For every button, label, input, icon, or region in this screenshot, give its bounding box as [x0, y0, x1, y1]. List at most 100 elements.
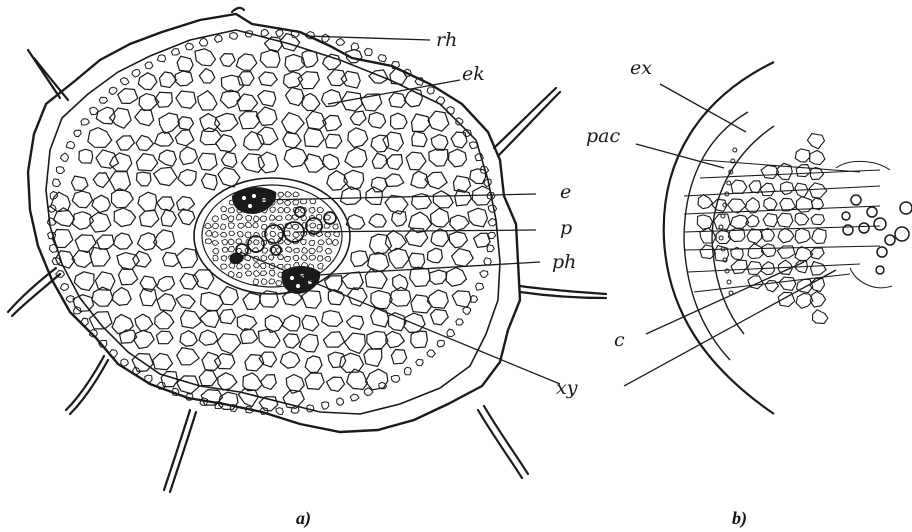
cell: [200, 114, 220, 132]
cell: [92, 195, 110, 212]
cell: [140, 210, 159, 227]
cell: [345, 333, 366, 353]
cell: [812, 229, 827, 244]
cell: [762, 228, 775, 241]
cell: [221, 264, 228, 269]
cell: [412, 131, 427, 146]
cell: [71, 176, 88, 190]
cell: [731, 180, 747, 193]
cell: [404, 367, 411, 375]
label-xy: xy: [556, 377, 578, 399]
cell: [366, 369, 388, 390]
cell: [317, 246, 323, 252]
cell: [51, 192, 71, 211]
cell: [449, 232, 467, 248]
cell: [282, 315, 300, 331]
cell: [796, 197, 813, 213]
cell: [450, 215, 469, 231]
cell: [253, 240, 259, 245]
cell: [436, 97, 445, 105]
cell: [385, 174, 404, 187]
cell: [254, 263, 260, 268]
cell: [317, 256, 323, 261]
cell: [154, 167, 178, 185]
cell: [260, 263, 266, 269]
cell: [447, 107, 454, 114]
cell: [475, 154, 483, 161]
cell: [406, 152, 426, 170]
panel-b-sector-detail: ex pac c b): [586, 57, 912, 529]
cell: [221, 207, 227, 212]
cell: [714, 214, 730, 229]
cell: [81, 318, 88, 325]
cell: [109, 87, 117, 94]
cell: [260, 271, 267, 276]
cell: [698, 195, 713, 209]
cell: [269, 279, 275, 284]
cell: [90, 247, 110, 266]
cell: [364, 349, 382, 366]
cell: [778, 228, 794, 243]
cell: [119, 268, 138, 285]
cell: [748, 262, 763, 275]
cell: [323, 332, 344, 347]
cell: [61, 153, 69, 161]
cell: [409, 212, 432, 233]
cell: [213, 255, 218, 261]
cell: [153, 353, 173, 369]
cell: [278, 192, 284, 197]
cell: [200, 128, 221, 145]
cell: [796, 165, 810, 177]
cell: [205, 231, 212, 237]
cell: [113, 233, 132, 249]
cell: [386, 331, 405, 347]
cell: [261, 375, 277, 390]
cortex-parenchyma-cells: [47, 29, 496, 414]
cell: [238, 389, 258, 407]
cell: [228, 216, 234, 222]
cell: [795, 228, 810, 243]
cell: [199, 370, 217, 385]
cell: [409, 253, 425, 268]
cell: [428, 111, 449, 131]
cell: [411, 331, 428, 348]
cell: [283, 334, 299, 348]
cell: [276, 408, 283, 415]
cell: [138, 192, 157, 211]
cell: [779, 277, 796, 290]
cell: [239, 112, 260, 129]
cell: [237, 315, 257, 331]
cell: [154, 230, 175, 250]
cell: [332, 239, 338, 245]
cell: [326, 238, 332, 244]
cell: [322, 90, 342, 107]
cell: [238, 223, 245, 228]
passage-cell-nucleus: [733, 148, 737, 152]
cell: [431, 208, 450, 227]
cell: [309, 248, 316, 254]
cell: [480, 271, 488, 278]
cell: [293, 255, 299, 260]
cell: [218, 373, 237, 390]
cell: [348, 128, 368, 148]
cell: [388, 313, 406, 331]
cell: [229, 231, 235, 235]
passage-cell-nucleus: [727, 280, 731, 284]
cell: [278, 255, 284, 260]
cell: [175, 130, 193, 146]
cell: [220, 54, 235, 67]
cell: [451, 132, 467, 148]
cell: [282, 113, 305, 134]
cell: [176, 295, 195, 309]
cell: [215, 35, 223, 43]
cell: [487, 245, 494, 252]
cell: [157, 294, 176, 311]
cell: [195, 49, 216, 66]
cell: [345, 148, 367, 168]
cell: [404, 313, 425, 332]
cell: [60, 283, 68, 290]
cell: [305, 373, 324, 389]
cell: [304, 154, 325, 172]
cell: [261, 279, 267, 285]
cell: [48, 205, 56, 213]
